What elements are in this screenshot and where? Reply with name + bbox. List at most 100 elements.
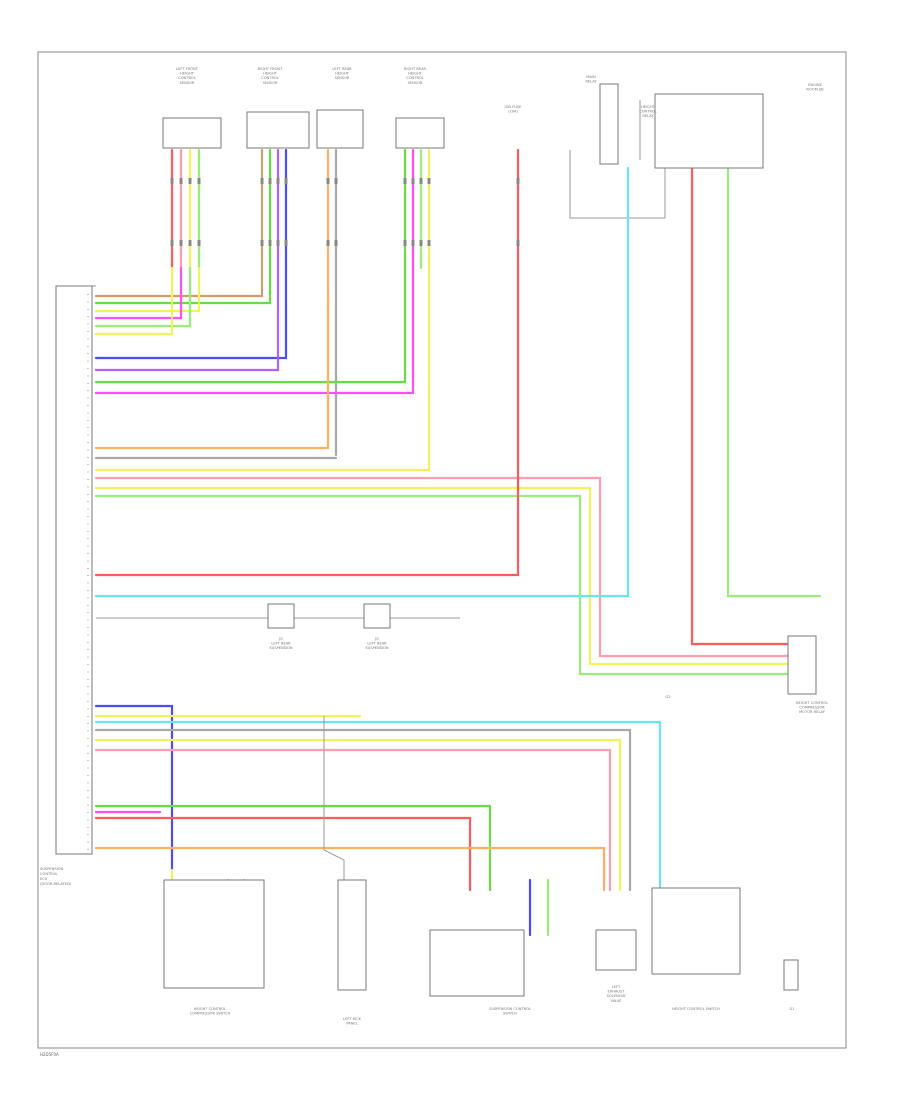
wire-connector-mark bbox=[170, 240, 174, 246]
top-component-label-front-right-height-sensor: RIGHT FRONT bbox=[258, 67, 283, 71]
ecu-pin-marker: • bbox=[87, 656, 89, 660]
lower-orange bbox=[94, 846, 606, 892]
top-component-box-rear-right-height-sensor bbox=[395, 117, 445, 149]
ecu-pin-marker: • bbox=[87, 537, 89, 541]
ecu-pin-marker: • bbox=[87, 670, 89, 674]
ecu-pin-marker: • bbox=[87, 530, 89, 534]
ecu-pin-marker: • bbox=[87, 345, 89, 349]
bottom-component-label-ground: G1 bbox=[789, 1007, 794, 1011]
ecu-pin-marker: • bbox=[87, 596, 89, 600]
top-component-label-front-left-height-sensor: LEFT FRONT bbox=[176, 67, 199, 71]
ecu-pin-marker: • bbox=[87, 804, 89, 808]
ecu-pin-marker: • bbox=[87, 471, 89, 475]
ecu-rear-left-orange bbox=[94, 298, 330, 450]
right-ground-label: G2 bbox=[665, 695, 670, 699]
bottom-component-label-suspension-control-switch: SWITCH bbox=[503, 1012, 517, 1016]
ecu-to-relay-pink bbox=[94, 476, 790, 658]
splice-label-1: J/C bbox=[278, 637, 284, 641]
ecu-pin-marker: • bbox=[87, 441, 89, 445]
top-component-label-rear-left-height-sensor: SENSOR bbox=[335, 76, 350, 80]
wire-connector-mark bbox=[411, 178, 415, 184]
ecu-pin-marker: • bbox=[87, 818, 89, 822]
ecu-pin-marker: • bbox=[87, 752, 89, 756]
ecu-pin-marker: • bbox=[87, 589, 89, 593]
ecu-pin-marker: • bbox=[87, 715, 89, 719]
wire-connector-mark bbox=[403, 178, 407, 184]
ecu-sensor-harness-wire bbox=[94, 266, 264, 298]
ecu-pin-marker: • bbox=[87, 293, 89, 297]
relay-green-drop bbox=[726, 166, 822, 598]
relay-box bbox=[654, 93, 764, 169]
top-component-label-rear-left-height-sensor: LEFT REAR bbox=[332, 67, 352, 71]
right-relay-connector bbox=[787, 635, 817, 695]
top-component-label-front-left-height-sensor: SENSOR bbox=[180, 81, 195, 85]
ecu-pin-marker: • bbox=[87, 633, 89, 637]
ecu-pin-marker: • bbox=[87, 456, 89, 460]
ecu-pin-marker: • bbox=[87, 693, 89, 697]
ecu-pin-marker: • bbox=[87, 300, 89, 304]
top-component-box-front-left-height-sensor bbox=[162, 117, 222, 149]
ecu-sensor-harness-wire bbox=[94, 266, 174, 336]
top-component-label-engine-room-jb: ENGINE bbox=[808, 83, 822, 87]
ecu-pin-marker: • bbox=[87, 463, 89, 467]
ecu-pin-marker: • bbox=[87, 833, 89, 837]
ecu-pin-marker: • bbox=[87, 826, 89, 830]
splice-label-2: SUSPENSION bbox=[365, 646, 388, 650]
bottom-component-box-front-compressor-switch bbox=[163, 879, 265, 989]
splice-box-1 bbox=[267, 603, 295, 629]
ecu-pin-marker: • bbox=[87, 707, 89, 711]
ecu-pin-marker: • bbox=[87, 515, 89, 519]
diagram-frame bbox=[37, 51, 847, 1049]
ign-feed-red bbox=[94, 148, 520, 577]
ecu-pin-marker: • bbox=[87, 848, 89, 852]
top-component-label-rear-right-height-sensor: HEIGHT bbox=[408, 72, 423, 76]
bottom-component-label-exhaust-solenoid: VALVE bbox=[610, 999, 622, 1003]
lower-red bbox=[94, 816, 472, 892]
wire-connector-mark bbox=[334, 178, 338, 184]
ecu-sensor-harness-wire bbox=[94, 266, 201, 313]
right-relay-label: HEIGHT CONTROL bbox=[796, 701, 828, 705]
ecu-pin-marker: • bbox=[87, 663, 89, 667]
wire-connector-mark bbox=[419, 240, 423, 246]
ign-fuse-box bbox=[599, 83, 619, 165]
ecu-pin-marker: • bbox=[87, 500, 89, 504]
ecu-pin-marker: • bbox=[87, 397, 89, 401]
top-component-label-engine-room-jb: ROOM J/B bbox=[806, 88, 824, 92]
bottom-component-label-suspension-control-switch: SUSPENSION CONTROL bbox=[489, 1007, 531, 1011]
ecu-pin-marker: • bbox=[87, 434, 89, 438]
wire-connector-mark bbox=[188, 178, 192, 184]
ecu-label: (DOOR-RELATED) bbox=[40, 882, 72, 886]
ecu-pin-marker: • bbox=[87, 493, 89, 497]
page-id-label: H2D5F0A bbox=[40, 1052, 59, 1057]
wire-connector-mark bbox=[179, 240, 183, 246]
ecu-pin-marker: • bbox=[87, 323, 89, 327]
ecu-to-relay-green bbox=[94, 494, 790, 676]
ecu-label: SUSPENSION bbox=[40, 867, 63, 871]
wire-connector-mark bbox=[326, 240, 330, 246]
ecu-label: ECU bbox=[40, 877, 48, 881]
ecu-pin-marker: • bbox=[87, 789, 89, 793]
top-component-label-main-relay: RELAY bbox=[585, 80, 597, 84]
ecu-pin-marker: • bbox=[87, 426, 89, 430]
ecu-pin-marker: • bbox=[87, 382, 89, 386]
lower-pink bbox=[94, 748, 612, 892]
ecu-pin-marker: • bbox=[87, 419, 89, 423]
wire-connector-mark bbox=[516, 178, 520, 184]
ecu-pin-marker: • bbox=[87, 774, 89, 778]
wire-connector-mark bbox=[276, 178, 280, 184]
wire-connector-mark bbox=[427, 178, 431, 184]
top-component-label-front-right-height-sensor: SENSOR bbox=[263, 81, 278, 85]
wire-connector-mark bbox=[188, 240, 192, 246]
wire-connector-mark bbox=[268, 178, 272, 184]
ecu-pin-marker: • bbox=[87, 352, 89, 356]
wire-connector-mark bbox=[260, 178, 264, 184]
ecu-to-relay-yellow bbox=[94, 486, 790, 666]
ecu-pin-marker: • bbox=[87, 367, 89, 371]
relay-ground-line bbox=[569, 150, 666, 219]
ecu-sensor-harness-wire bbox=[94, 266, 272, 305]
ecu-pin-marker: • bbox=[87, 582, 89, 586]
bottom-component-label-front-compressor-switch: HEIGHT CONTROL bbox=[194, 1007, 226, 1011]
bottom-component-box-rear-fuse-block bbox=[337, 879, 367, 991]
wires bbox=[92, 100, 822, 990]
